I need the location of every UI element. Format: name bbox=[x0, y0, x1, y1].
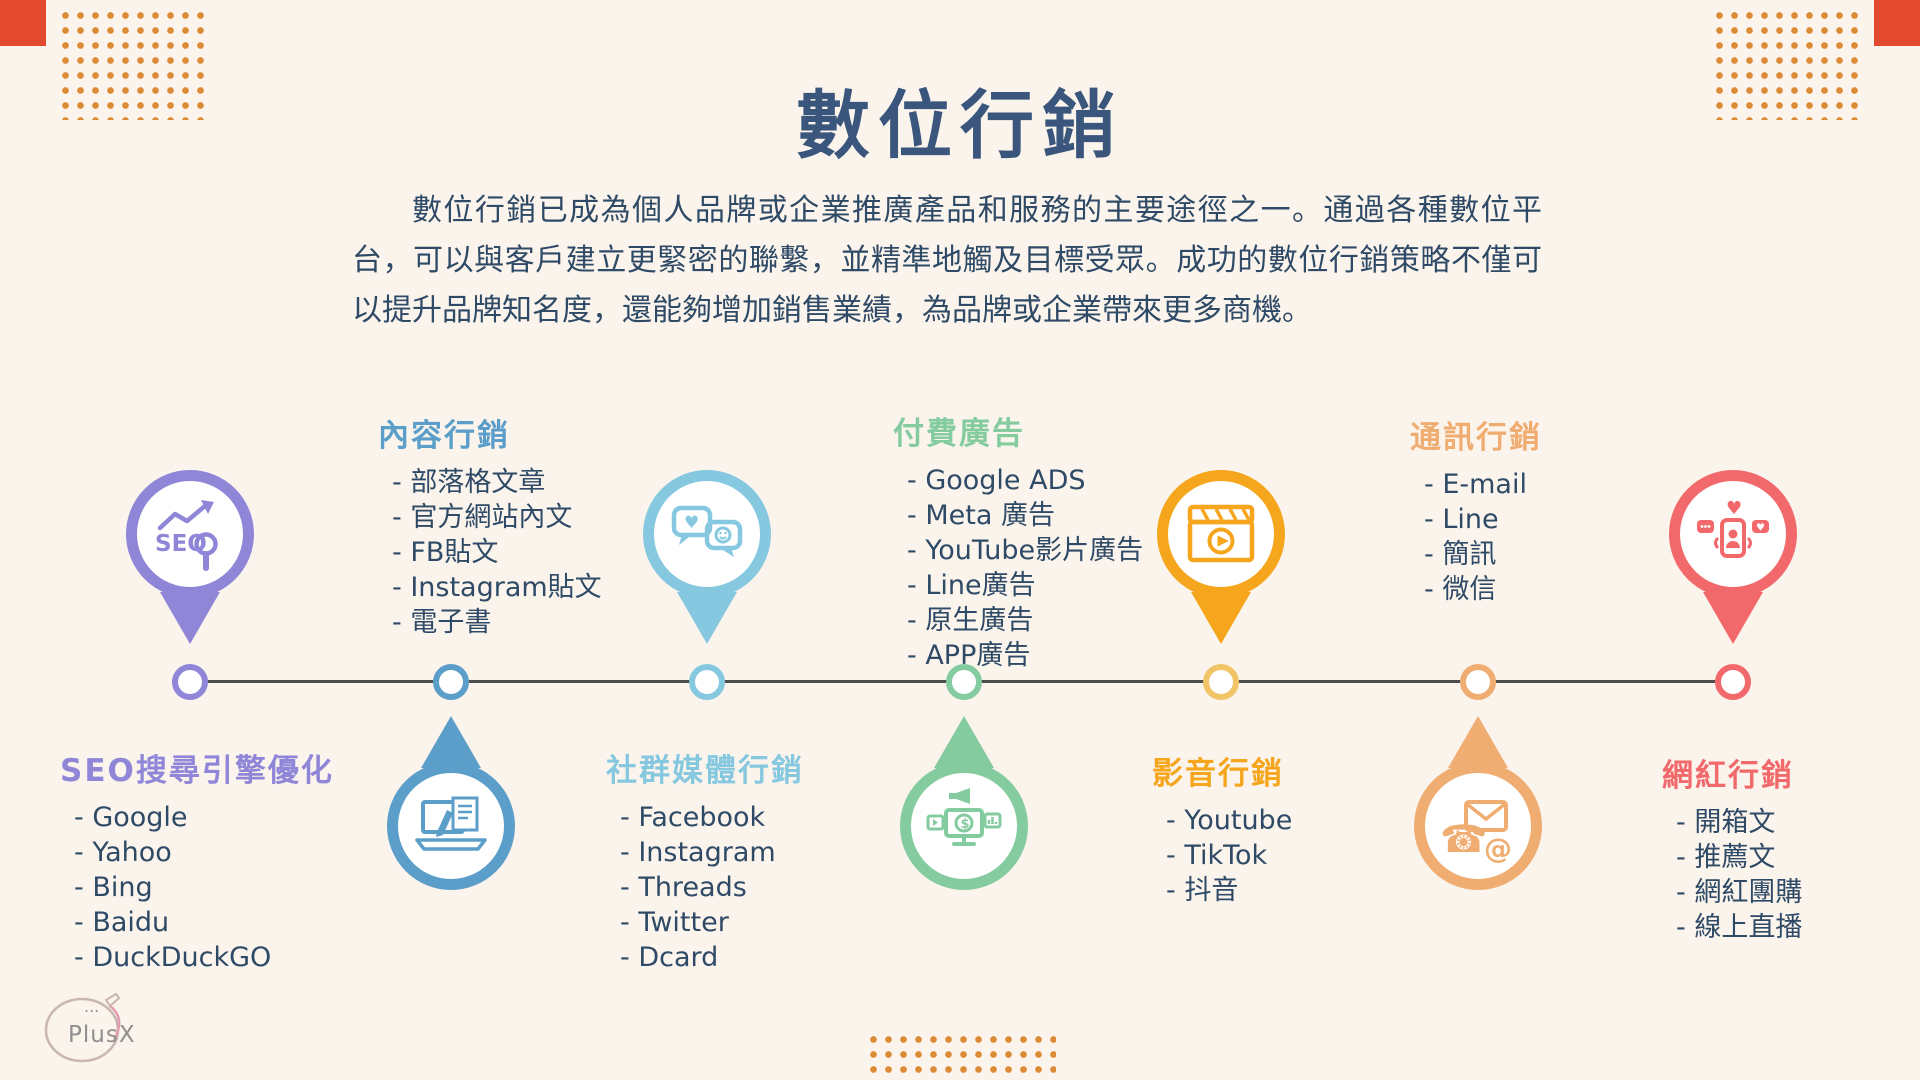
list-item: - 線上直播 bbox=[1676, 912, 1803, 943]
list-item: - FB貼文 bbox=[392, 537, 499, 568]
list-item: - Baidu bbox=[74, 907, 170, 938]
list-item: - Bing bbox=[74, 872, 153, 903]
phone-mail-icon: ☎ @ bbox=[1440, 800, 1512, 865]
pin-messaging-marketing: ☎ @ bbox=[1414, 762, 1542, 890]
list-item: - 簡訊 bbox=[1424, 539, 1497, 570]
corner-square-decoration bbox=[0, 0, 46, 46]
category-title: SEO搜尋引擎優化 bbox=[60, 753, 334, 789]
list-item: - 原生廣告 bbox=[907, 605, 1034, 636]
list-item: - Threads bbox=[620, 872, 747, 903]
list-item: - APP廣告 bbox=[907, 640, 1031, 671]
seo-magnifier-icon: SEO bbox=[155, 500, 218, 571]
pin-pointer bbox=[421, 716, 481, 768]
pin-pointer bbox=[934, 716, 994, 768]
list-item: - Google ADS bbox=[907, 465, 1086, 496]
dot-grid-decoration bbox=[1712, 8, 1862, 120]
corner-square-decoration bbox=[1874, 0, 1920, 46]
chat-bubbles-icon: ♥ bbox=[671, 505, 743, 557]
list-item: - Line bbox=[1424, 504, 1499, 535]
list-item: - 微信 bbox=[1424, 574, 1497, 605]
list-item: - 官方網站內文 bbox=[392, 502, 573, 533]
list-item: - Yahoo bbox=[74, 837, 172, 868]
list-item: - 抖音 bbox=[1166, 875, 1239, 906]
plusx-logo: ... PlusX bbox=[36, 986, 166, 1070]
list-item: - Twitter bbox=[620, 907, 729, 938]
dot-grid-decoration bbox=[866, 1032, 1056, 1080]
svg-text:☎: ☎ bbox=[1440, 817, 1487, 861]
category-block-social: 社群媒體行銷 - Facebook - Instagram - Threads … bbox=[606, 745, 804, 975]
list-item: - E-mail bbox=[1424, 469, 1527, 500]
list-item: - 部落格文章 bbox=[392, 467, 546, 498]
pin-seo: SEO bbox=[126, 470, 254, 598]
timeline-node-content bbox=[433, 664, 469, 700]
list-item: - Line廣告 bbox=[907, 570, 1036, 601]
dot-grid-decoration bbox=[58, 8, 208, 120]
pin-pointer bbox=[160, 592, 220, 644]
pin-pointer bbox=[677, 592, 737, 644]
pin-video-marketing bbox=[1157, 470, 1285, 598]
list-item: - TikTok bbox=[1166, 840, 1268, 871]
logo-text: PlusX bbox=[68, 1022, 136, 1048]
svg-text:♥: ♥ bbox=[1756, 523, 1765, 534]
svg-text:@: @ bbox=[1484, 832, 1512, 865]
category-block-seo: SEO搜尋引擎優化 - Google - Yahoo - Bing - Baid… bbox=[60, 745, 334, 975]
category-block-content: 內容行銷 - 部落格文章 - 官方網站內文 - FB貼文 - Instagram… bbox=[378, 410, 602, 640]
list-item: - Facebook bbox=[620, 802, 766, 833]
list-item: - Youtube bbox=[1166, 805, 1293, 836]
plusx-logo-icon: ... bbox=[44, 992, 121, 1063]
pin-pointer bbox=[1191, 592, 1251, 644]
category-title: 付費廣告 bbox=[893, 416, 1025, 452]
timeline-node-seo bbox=[172, 664, 208, 700]
svg-text:$: $ bbox=[961, 817, 970, 832]
category-title: 社群媒體行銷 bbox=[606, 753, 804, 789]
svg-text:♥: ♥ bbox=[1726, 498, 1742, 519]
list-item: - Instagram bbox=[620, 837, 776, 868]
pin-pointer bbox=[1703, 592, 1763, 644]
influencer-phone-icon: ♥ ♥ bbox=[1697, 498, 1769, 558]
list-item: - Meta 廣告 bbox=[907, 500, 1055, 531]
laptop-writing-icon bbox=[415, 796, 487, 851]
category-title: 內容行銷 bbox=[378, 418, 510, 454]
list-item: - DuckDuckGO bbox=[74, 942, 272, 973]
ads-devices-icon: $ bbox=[926, 788, 1002, 846]
list-item: - 網紅團購 bbox=[1676, 877, 1803, 908]
list-item: - 推薦文 bbox=[1676, 842, 1776, 873]
pin-paid-ads: $ bbox=[900, 762, 1028, 890]
timeline-node-messaging bbox=[1460, 664, 1496, 700]
timeline-node-social bbox=[689, 664, 725, 700]
category-title: 影音行銷 bbox=[1152, 756, 1284, 792]
pin-pointer bbox=[1448, 716, 1508, 768]
timeline-node-influencer bbox=[1715, 664, 1751, 700]
list-item: - 開箱文 bbox=[1676, 807, 1776, 838]
clapperboard-icon bbox=[1187, 504, 1255, 563]
intro-paragraph: 數位行銷已成為個人品牌或企業推廣產品和服務的主要途徑之一。通過各種數位平台，可以… bbox=[352, 193, 1542, 328]
pin-influencer-marketing: ♥ ♥ bbox=[1669, 470, 1797, 598]
category-block-video: 影音行銷 - Youtube - TikTok - 抖音 bbox=[1152, 748, 1292, 908]
category-block-messaging: 通訊行銷 - E-mail - Line - 簡訊 - 微信 bbox=[1410, 412, 1542, 607]
timeline-node-video bbox=[1203, 664, 1239, 700]
logo-dots: ... bbox=[84, 997, 99, 1016]
category-block-influencer: 網紅行銷 - 開箱文 - 推薦文 - 網紅團購 - 線上直播 bbox=[1662, 750, 1802, 945]
category-title: 通訊行銷 bbox=[1410, 420, 1542, 456]
list-item: - 電子書 bbox=[392, 607, 492, 638]
pin-social-media: ♥ bbox=[643, 470, 771, 598]
svg-text:♥: ♥ bbox=[684, 513, 699, 533]
list-item: - YouTube影片廣告 bbox=[907, 535, 1144, 566]
page-title: 數位行銷 bbox=[796, 83, 1124, 169]
category-title: 網紅行銷 bbox=[1662, 758, 1794, 794]
pin-content-marketing bbox=[387, 762, 515, 890]
list-item: - Google bbox=[74, 802, 188, 833]
category-block-paid-ads: 付費廣告 - Google ADS - Meta 廣告 - YouTube影片廣… bbox=[893, 408, 1143, 673]
list-item: - Dcard bbox=[620, 942, 719, 973]
list-item: - Instagram貼文 bbox=[392, 572, 602, 603]
timeline-node-paid-ads bbox=[946, 664, 982, 700]
